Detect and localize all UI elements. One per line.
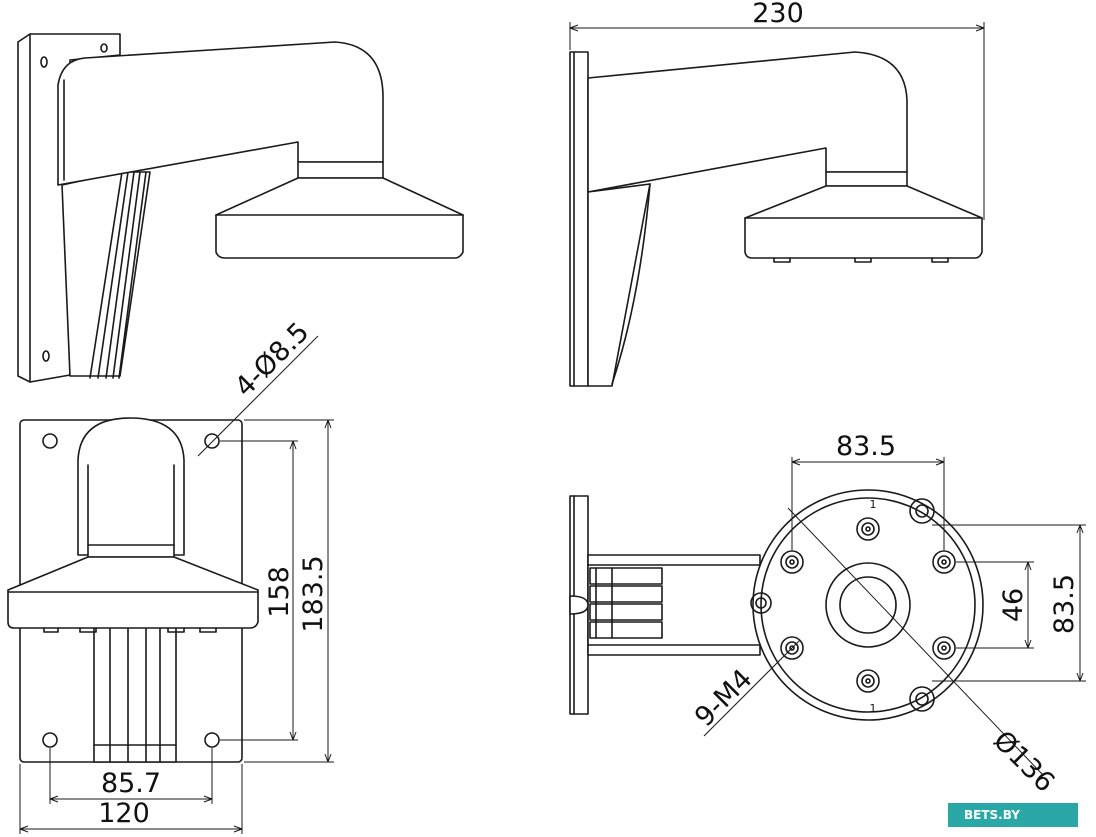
dim-inner-46: 46 [956,561,1034,649]
label-230: 230 [752,0,804,29]
hole-mark-top: 1 [870,498,877,511]
dim-158: 158 [220,440,298,741]
label-junction-h: 83.5 [836,431,896,462]
hole-mark-bottom: 1 [870,702,877,715]
dim-183-5: 183.5 [244,419,334,763]
dim-120: 120 [19,764,243,834]
label-base-diameter: Ø136 [987,725,1060,798]
screw-hole-set [750,498,956,712]
side-view [569,51,983,387]
label-inner-46: 46 [998,588,1029,622]
front-view [7,417,259,763]
dim-85-7: 85.7 [49,748,213,804]
dim-230: 230 [569,0,985,220]
perspective-view [17,33,464,383]
label-junction-v: 83.5 [1049,574,1080,634]
label-120: 120 [98,798,150,829]
bottom-view: 1 1 [569,489,984,721]
dim-junction-h: 83.5 [791,431,945,550]
label-hole-pattern: 4-Ø8.5 [229,317,315,403]
label-158: 158 [264,566,295,618]
label-85-7: 85.7 [101,768,161,799]
label-screw-holes: 9-M4 [689,663,759,733]
watermark-logo: BETS.BY [948,803,1078,827]
dim-junction-v: 83.5 [932,524,1086,682]
label-183-5: 183.5 [298,555,329,632]
